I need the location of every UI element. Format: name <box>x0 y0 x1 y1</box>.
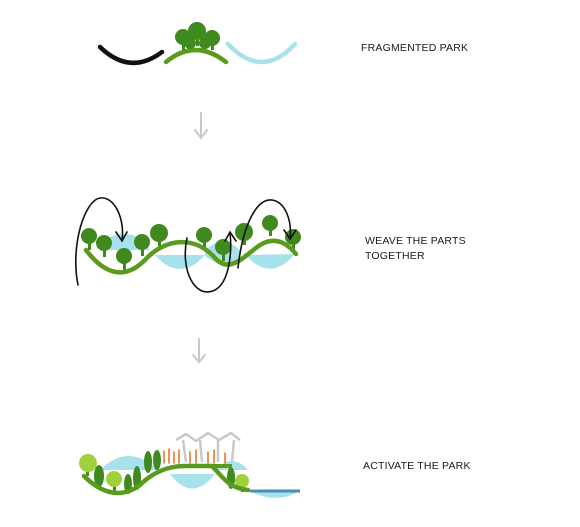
down-arrow-icon <box>194 112 208 140</box>
tree-icon <box>150 224 168 246</box>
loop-arrow-icon <box>74 197 128 286</box>
tree-icon <box>81 228 97 250</box>
water-bowl <box>155 255 205 269</box>
tree-icon <box>96 235 112 257</box>
activated-green-path <box>81 463 251 496</box>
loop-arrow-icon <box>184 230 237 293</box>
label-line: FRAGMENTED PARK <box>361 42 469 54</box>
water-bowl <box>246 254 295 269</box>
tree-cluster <box>175 22 220 50</box>
black-fragment <box>97 44 165 66</box>
pavilion-icon <box>175 431 241 463</box>
tree-icon <box>235 223 253 245</box>
lake <box>250 491 300 498</box>
tree-icon <box>106 471 122 491</box>
label-line: TOGETHER <box>365 250 425 262</box>
green-fragment <box>163 47 229 65</box>
loop-arrow-icon <box>237 199 297 269</box>
tree-icon <box>188 22 206 46</box>
tree-icon <box>144 451 152 473</box>
tree-icon <box>215 239 231 261</box>
tree-icon <box>262 215 278 236</box>
water-fragment <box>225 41 298 65</box>
woven-green-path <box>83 238 299 275</box>
tree-icon <box>196 227 212 248</box>
label-line: WEAVE THE PARTS <box>365 235 466 247</box>
tree-icon <box>285 229 301 250</box>
step-1-label: FRAGMENTED PARK <box>361 41 468 56</box>
people-icon <box>163 448 226 464</box>
tree-icon <box>94 465 104 487</box>
tree-icon <box>116 248 132 270</box>
water-bowl <box>100 456 158 470</box>
step-2-label: WEAVE THE PARTS TOGETHER <box>365 234 466 264</box>
tree-icon <box>134 234 150 256</box>
step-3-label: ACTIVATE THE PARK <box>363 459 471 474</box>
step-2-illustration <box>74 197 301 293</box>
down-arrow-icon <box>192 338 206 364</box>
tree-row <box>81 215 301 270</box>
tree-icon <box>153 450 161 470</box>
tree-icon <box>79 454 97 476</box>
step-3-illustration <box>79 431 300 498</box>
label-line: ACTIVATE THE PARK <box>363 460 471 472</box>
water-bowl <box>170 474 215 489</box>
tree-cluster <box>79 450 249 494</box>
step-1-illustration <box>97 22 298 66</box>
